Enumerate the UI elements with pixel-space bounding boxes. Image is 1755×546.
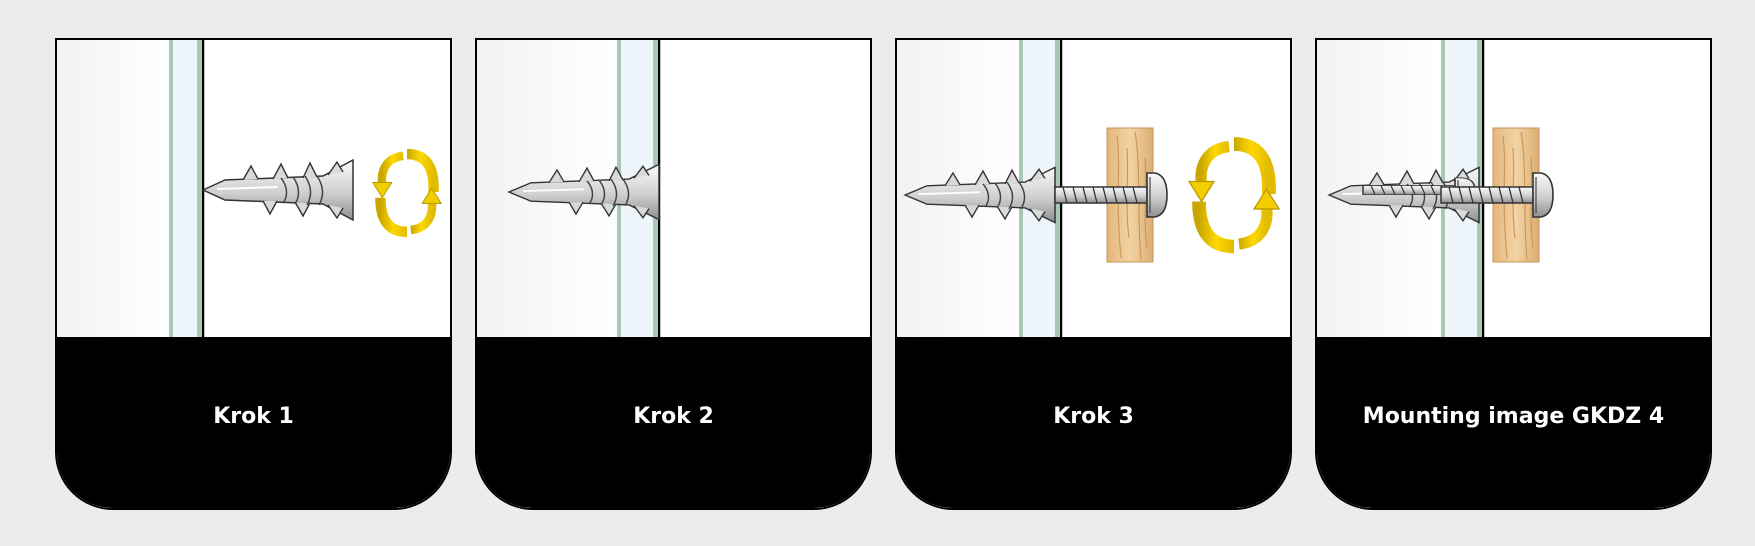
step-1-label: Krok 1 bbox=[57, 337, 450, 508]
step-card-1[interactable]: Krok 1 bbox=[55, 38, 452, 510]
step-card-3[interactable]: Krok 3 bbox=[895, 38, 1292, 510]
step-3-illustration bbox=[897, 40, 1290, 337]
step-card-4[interactable]: Mounting image GKDZ 4 bbox=[1315, 38, 1712, 510]
step-2-illustration bbox=[477, 40, 661, 337]
step-card-2[interactable]: Krok 2 bbox=[475, 38, 872, 510]
step-1-illustration bbox=[57, 40, 450, 337]
rotate-clockwise-icon bbox=[373, 154, 441, 232]
rotate-clockwise-icon bbox=[1189, 144, 1279, 247]
step-4-label: Mounting image GKDZ 4 bbox=[1317, 337, 1710, 508]
step-2-label: Krok 2 bbox=[477, 337, 870, 508]
step-3-label: Krok 3 bbox=[897, 337, 1290, 508]
drywall-anchor-icon bbox=[202, 159, 354, 221]
step-4-illustration bbox=[1317, 40, 1554, 337]
